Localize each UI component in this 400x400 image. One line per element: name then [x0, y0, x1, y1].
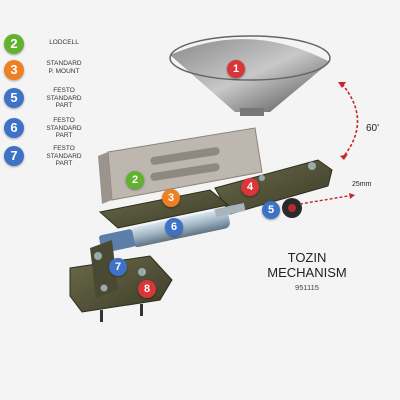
part-badge-5: 5 — [262, 201, 280, 219]
diagram-title: TOZIN MECHANISM — [267, 250, 347, 280]
legend-item: 7 FESTO STANDARD PART — [4, 145, 124, 170]
legend-item: 5 FESTO STANDARD PART — [4, 87, 124, 112]
legend-badge: 3 — [4, 60, 24, 80]
legend-label: FESTO STANDARD PART — [46, 87, 82, 109]
stroke-length-label: 25mm — [352, 181, 372, 188]
legend-label: FESTO STANDARD PART — [46, 117, 82, 139]
stroke-arrow — [299, 193, 355, 205]
part-badge-6: 6 — [165, 218, 183, 236]
legend-badge: 5 — [4, 88, 24, 108]
part-badge-8: 8 — [138, 280, 156, 298]
funnel — [169, 35, 331, 116]
part-badge-7: 7 — [109, 258, 127, 276]
legend-item: 6 FESTO STANDARD PART — [4, 117, 124, 142]
part-badge-1: 1 — [227, 60, 245, 78]
part-badge-4: 4 — [241, 178, 259, 196]
legend-label: LODCELL — [49, 39, 79, 46]
legend-item: 2 LODCELL — [4, 34, 124, 58]
load-cell — [98, 127, 263, 204]
legend-label: FESTO STANDARD PART — [46, 145, 82, 167]
rotation-arrow — [338, 82, 359, 160]
upper-arm — [214, 159, 333, 218]
legend-badge: 6 — [4, 118, 24, 138]
diagram-subtitle: 951115 — [295, 283, 319, 292]
legend-badge: 7 — [4, 146, 24, 166]
part-badge-3: 3 — [162, 189, 180, 207]
legend-label: STANDARD P. MOUNT — [46, 60, 82, 75]
gripper-base — [69, 240, 173, 322]
part-badge-2: 2 — [126, 171, 144, 189]
legend-badge: 2 — [4, 34, 24, 54]
rotation-angle-label: 60' — [366, 123, 380, 134]
legend-item: 3 STANDARD P. MOUNT — [4, 60, 124, 84]
